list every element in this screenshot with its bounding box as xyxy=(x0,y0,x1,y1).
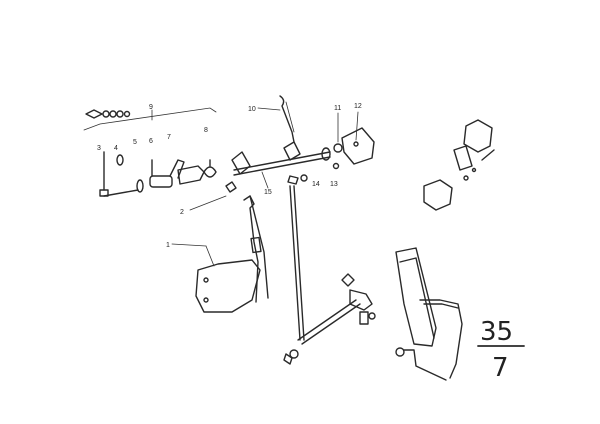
washer-part xyxy=(116,154,144,193)
callout-3: 3 xyxy=(97,145,101,152)
lever-part xyxy=(169,159,205,185)
nut-part xyxy=(287,162,340,185)
callout-10: 10 xyxy=(248,106,256,113)
linkage-joint-part xyxy=(423,119,495,211)
pin-part xyxy=(189,181,237,211)
callout-6: 6 xyxy=(149,138,153,145)
callout-7: 7 xyxy=(167,134,171,141)
accelerator-pedal-part xyxy=(395,247,463,381)
leader-line xyxy=(261,171,269,189)
callout-15: 15 xyxy=(264,189,272,196)
callout-8: 8 xyxy=(204,127,208,134)
page-ref-top: 35 xyxy=(480,317,513,347)
pedal-bracket-plate xyxy=(171,243,261,313)
callout-5: 5 xyxy=(133,139,137,146)
leader-line xyxy=(355,111,359,141)
leader-line xyxy=(257,107,281,111)
page-ref-bottom: 7 xyxy=(492,353,509,383)
callout-12: 12 xyxy=(354,103,362,110)
callout-4: 4 xyxy=(114,145,118,152)
group-bracket-line xyxy=(83,107,217,131)
push-rod-part xyxy=(283,185,361,365)
callout-11: 11 xyxy=(334,105,341,112)
spring-rod-part xyxy=(279,95,295,143)
bolt-part xyxy=(99,151,139,197)
throttle-cable-part xyxy=(243,195,269,303)
callout-labels: 1 2 3 4 5 6 7 8 9 10 11 12 13 14 15 xyxy=(97,103,362,249)
callout-13: 13 xyxy=(330,181,338,188)
bushing-part xyxy=(149,159,173,188)
callout-1: 1 xyxy=(166,242,170,249)
mounting-bracket-part xyxy=(333,127,375,165)
callout-2: 2 xyxy=(180,209,184,216)
page-reference: 35 7 xyxy=(477,317,525,383)
callout-9: 9 xyxy=(149,104,153,111)
main-shaft-part xyxy=(231,141,331,176)
linkage-lever-part xyxy=(341,273,376,325)
spring-clip-part xyxy=(203,159,217,178)
callout-14: 14 xyxy=(312,181,320,188)
parts-kit-icon xyxy=(85,109,131,119)
